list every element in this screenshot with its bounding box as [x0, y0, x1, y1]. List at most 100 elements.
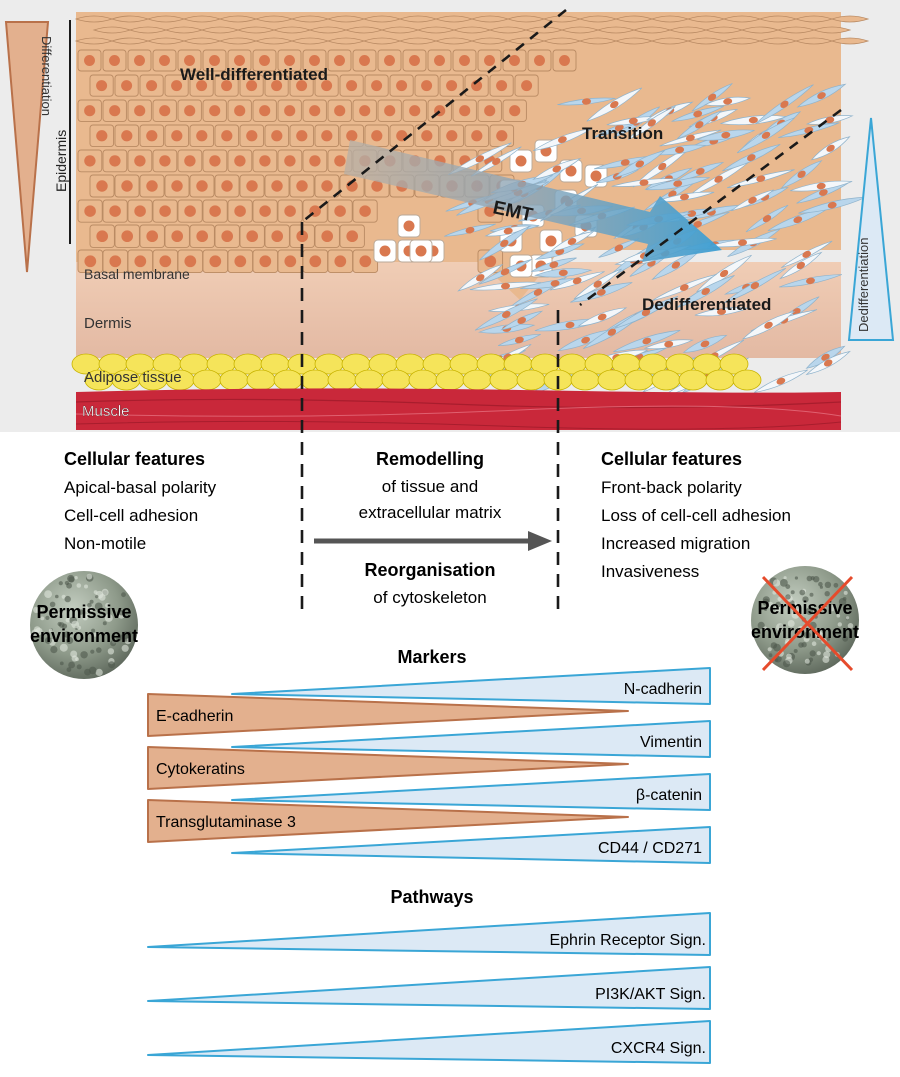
cell-nucleus — [121, 230, 134, 243]
adipose-cell — [381, 369, 411, 391]
texture-dot — [50, 646, 58, 654]
texture-dot — [71, 620, 80, 629]
texture-dot — [89, 599, 94, 604]
cell-nucleus — [184, 205, 196, 217]
cell-nucleus — [271, 230, 284, 243]
adipose-cell — [219, 369, 249, 391]
cell-nucleus — [259, 105, 271, 117]
cell-nucleus — [96, 80, 108, 92]
cell-nucleus — [171, 230, 184, 243]
cell-nucleus — [750, 282, 760, 290]
decreasing-marker-label: Cytokeratins — [156, 761, 245, 778]
texture-dot — [45, 615, 50, 621]
feature-item: Invasiveness — [601, 562, 699, 581]
texture-dot — [96, 647, 102, 653]
cell-nucleus — [134, 105, 146, 117]
remodelling-arrow-head — [528, 531, 552, 551]
texture-dot — [110, 640, 117, 647]
texture-dot — [61, 623, 68, 629]
cell-nucleus — [271, 180, 283, 192]
cell-nucleus — [521, 80, 533, 92]
cell-nucleus — [321, 230, 334, 243]
texture-dot — [67, 574, 75, 583]
texture-dot — [59, 643, 68, 652]
cell-nucleus — [797, 170, 806, 178]
feature-item: Apical-basal polarity — [64, 478, 217, 497]
texture-dot — [80, 636, 84, 640]
texture-dot — [102, 621, 107, 626]
decreasing-marker-wedge — [147, 693, 629, 737]
cell-nucleus — [492, 157, 501, 166]
texture-dot — [86, 573, 93, 580]
pathways-chart: Ephrin Receptor Sign.PI3K/AKT Sign.CXCR4… — [147, 912, 711, 1064]
dedifferentiation-triangle — [847, 117, 895, 341]
cell-nucleus — [549, 261, 559, 269]
cell-nucleus — [146, 80, 158, 92]
cell-nucleus — [209, 55, 220, 66]
texture-dot — [785, 594, 791, 600]
cell-nucleus — [746, 154, 756, 162]
boundary-dashed-line — [301, 8, 567, 224]
cell-nucleus — [159, 205, 171, 217]
texture-dot — [44, 590, 52, 598]
texture-dot — [64, 580, 69, 586]
cell-nucleus — [259, 155, 271, 167]
cell-nucleus — [359, 255, 372, 268]
cell-nucleus — [184, 255, 197, 268]
cell-nucleus — [635, 160, 645, 168]
texture-dot — [756, 628, 761, 632]
texture-dot — [58, 611, 63, 617]
cell-nucleus — [184, 105, 196, 117]
cell-nucleus — [309, 105, 321, 117]
muscle-layer — [76, 388, 841, 430]
adipose-cell — [408, 369, 438, 391]
cell-nucleus — [334, 205, 346, 217]
texture-dot — [91, 628, 96, 633]
cell-nucleus — [284, 105, 296, 117]
cell-nucleus — [796, 261, 805, 270]
environment-left-line-1: Permissive — [36, 602, 131, 622]
remodelling-line-2: extracellular matrix — [359, 503, 502, 522]
basal-membrane-label: Basal membrane — [84, 266, 190, 282]
cell-nucleus — [396, 80, 408, 92]
cell-nucleus — [671, 261, 681, 269]
texture-dot — [107, 648, 115, 655]
texture-dot — [809, 592, 814, 597]
texture-dot — [813, 576, 820, 583]
texture-dot — [757, 621, 765, 630]
cell-nucleus — [647, 119, 656, 127]
texture-dot — [824, 591, 830, 597]
cell-nucleus — [403, 220, 415, 232]
cell-nucleus — [793, 216, 803, 224]
cell-nucleus — [762, 214, 772, 223]
adipose-cell — [651, 369, 681, 391]
cell-nucleus — [459, 105, 471, 117]
cell-nucleus — [384, 55, 395, 66]
cell-nucleus — [721, 131, 731, 139]
cell-nucleus — [695, 167, 705, 175]
cell-nucleus — [84, 205, 96, 217]
cell-nucleus — [780, 100, 789, 108]
decreasing-marker-wedge — [147, 746, 629, 790]
cell-nucleus — [321, 130, 333, 142]
cell-nucleus — [558, 269, 568, 277]
texture-dot — [98, 594, 106, 601]
texture-dot — [842, 635, 849, 642]
dedifferentiated-label: Dedifferentiated — [642, 295, 771, 314]
cell-nucleus — [321, 180, 333, 192]
cell-nucleus — [658, 162, 667, 171]
cell-nucleus — [421, 80, 433, 92]
cell-nucleus — [802, 250, 811, 258]
texture-dot — [59, 661, 64, 666]
texture-dot — [121, 644, 129, 652]
cell-nucleus — [533, 288, 543, 296]
cell-nucleus — [334, 105, 346, 117]
muscle-label: Muscle — [82, 403, 130, 420]
flat-cell — [812, 26, 852, 34]
texture-dot — [777, 596, 782, 602]
texture-dot — [794, 576, 799, 580]
muscle-fiber — [75, 405, 842, 417]
texture-dot — [783, 576, 787, 580]
texture-dot — [87, 602, 92, 608]
texture-dot — [75, 657, 79, 662]
